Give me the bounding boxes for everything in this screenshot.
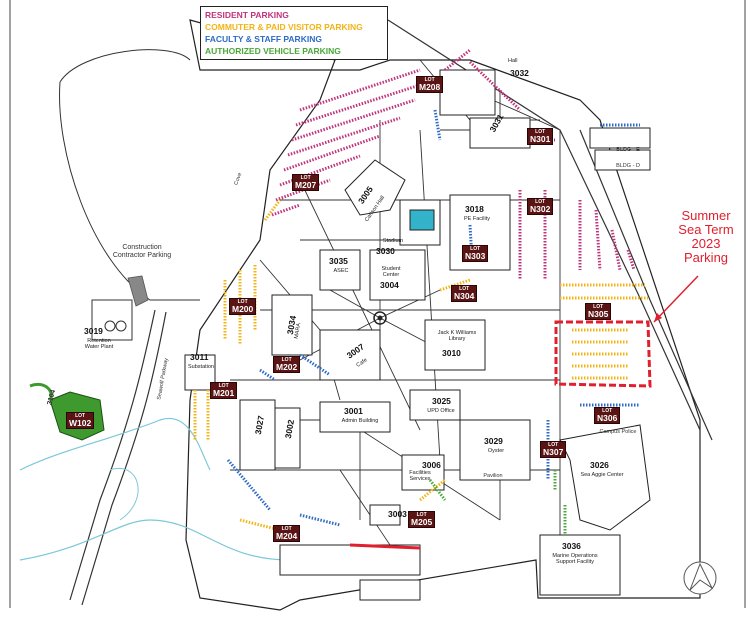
construction-parking (127, 275, 149, 307)
authorized-parking-stalls (428, 470, 567, 535)
building-name: Hall (508, 58, 518, 64)
building-number: 3035 (329, 256, 348, 266)
callout-line: Parking (683, 250, 729, 265)
legend-authorized: AUTHORIZED VEHICLE PARKING (205, 46, 341, 56)
campus-police-label: Campus Police (599, 429, 637, 435)
building-number: 3036 (562, 541, 581, 551)
building-name: Student Center (381, 266, 401, 278)
building-name: Sea Aggie Center (580, 472, 624, 478)
building-number: 3011 (190, 352, 209, 362)
building-number: 3004 (380, 280, 399, 290)
sea-term-highlight (554, 320, 652, 388)
building-number: 3026 (590, 460, 609, 470)
pavilion-label: Pavilion (483, 473, 503, 479)
bldg-e-label: BLDG - E (616, 147, 640, 153)
building-name: Facilities Services (409, 470, 431, 482)
building-name: Retention Water Plant (84, 338, 114, 350)
legend-commuter: COMMUTER & PAID VISITOR PARKING (205, 22, 363, 32)
water-plant-3019 (91, 299, 133, 341)
building-number: 3001 (344, 406, 363, 416)
construction-label: Construction Contractor Parking (112, 244, 172, 259)
water-line (19, 417, 211, 471)
building-number: 3003 (388, 509, 407, 519)
building-number: 3029 (484, 436, 503, 446)
building-name: Marine Operations Support Facility (552, 553, 598, 565)
commuter-parking-stalls (193, 199, 648, 532)
callout-line: 2023 (691, 236, 721, 251)
water-inlet (109, 467, 139, 521)
callout-line: Summer (681, 208, 731, 223)
building-name: Admin Building (341, 418, 379, 424)
building-number: 3006 (422, 460, 441, 470)
west-road-loop (59, 81, 200, 301)
shoreline (19, 519, 410, 561)
building-name: Stadium (382, 238, 404, 244)
building-name: ASEC (333, 268, 349, 274)
buildings (184, 69, 651, 601)
legend-resident: RESIDENT PARKING (205, 10, 289, 20)
building-name: Oyster (487, 448, 505, 454)
building-number: 3030 (376, 246, 395, 256)
seawolf-parkway (69, 309, 156, 601)
bldg-d-label: BLDG - D (616, 163, 640, 169)
legend: RESIDENT PARKING COMMUTER & PAID VISITOR… (200, 6, 388, 60)
west-road (59, 49, 191, 83)
building-name: UPD Office (427, 408, 455, 414)
building-name: PE Facility (464, 216, 490, 222)
legend-faculty: FACULTY & STAFF PARKING (205, 34, 322, 44)
pool (409, 209, 435, 231)
sea-term-callout: Summer Sea Term 2023 Parking (660, 209, 750, 265)
building-number: 3018 (465, 204, 484, 214)
building-number: 3019 (84, 326, 103, 336)
restricted-line (349, 543, 421, 550)
building-number: 3025 (432, 396, 451, 406)
seawolf-parkway-edge (81, 311, 167, 606)
green-strip (29, 383, 53, 401)
building-number: 3032 (510, 68, 529, 78)
building-number: 3010 (442, 348, 461, 358)
callout-arrow (653, 275, 699, 323)
east-road-edge (579, 129, 713, 441)
north-arrow-icon (683, 561, 717, 595)
callout-line: Sea Term (678, 222, 734, 237)
building-name: Substation (188, 364, 214, 370)
building-name: Jack K Williams Library (437, 330, 477, 342)
